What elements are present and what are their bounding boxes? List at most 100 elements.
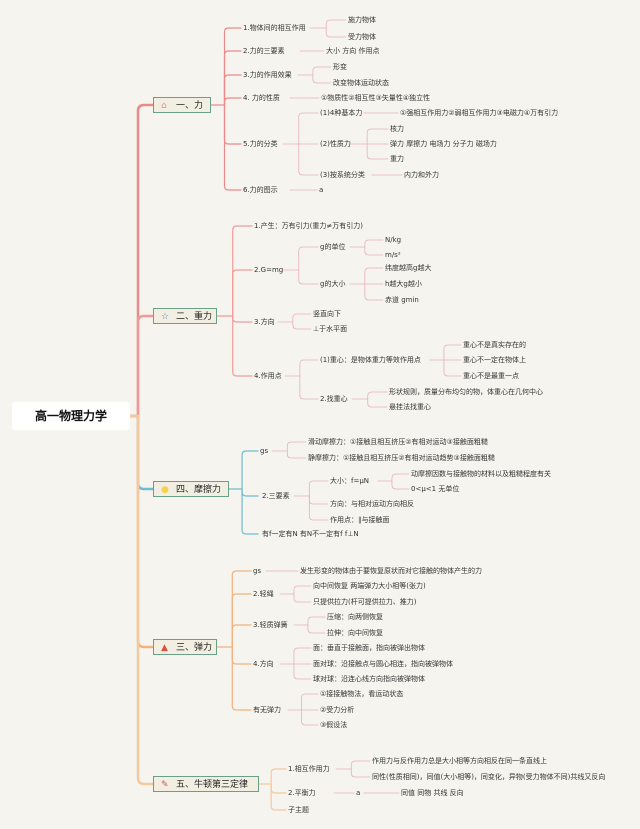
- gravity-b4-s2-c1[interactable]: 形状规则，质量分布均匀的物，体重心在几何中心: [389, 388, 543, 396]
- connector-45: [364, 283, 384, 301]
- force-b6-c1[interactable]: a: [319, 186, 324, 194]
- home-icon: ⌂: [161, 101, 167, 111]
- elastic-b4-c2[interactable]: 面对球：沿接触点与圆心相连，指向被弹物体: [313, 660, 453, 668]
- force-b1-c1[interactable]: 施力物体: [348, 16, 376, 24]
- connector-14: [325, 27, 347, 38]
- force-b2-c1[interactable]: 大小 方向 作用点: [326, 47, 380, 55]
- elastic-b3-c2[interactable]: 拉伸：向中间恢复: [327, 629, 383, 637]
- gravity-b4-s2-c2[interactable]: 悬挂法找重心: [389, 403, 431, 411]
- category-elastic[interactable]: ▲ 三、弹力: [153, 639, 217, 655]
- connector-76: [231, 624, 252, 648]
- gravity-b1[interactable]: 1.产生：万有引力(重力≠万有引力): [254, 222, 364, 230]
- newton-b1-c1[interactable]: 作用力与反作用力总是大小相等方向相反在同一条直线上: [372, 757, 547, 765]
- newton-b2[interactable]: 2.平衡力: [288, 789, 316, 797]
- elastic-b5-c2[interactable]: ②受力分析: [320, 706, 355, 714]
- connector-53: [443, 344, 462, 361]
- force-b5-s1[interactable]: (1)4种基本力: [320, 109, 363, 117]
- gravity-b3-c1[interactable]: 竖直向下: [313, 310, 341, 318]
- friction-b2-s1-c2[interactable]: 0<μ<1 无单位: [411, 485, 460, 493]
- force-b3-c1[interactable]: 形变: [333, 63, 347, 71]
- elastic-b5-c1[interactable]: ①接接触物法，看运动状态: [320, 690, 404, 698]
- elastic-b5-c3[interactable]: ③假设法: [320, 721, 348, 729]
- elastic-b3[interactable]: 3.轻质弹簧: [253, 621, 288, 629]
- connector-4: [128, 414, 155, 786]
- connector-38: [298, 269, 319, 285]
- connector-82: [293, 593, 312, 603]
- category-newton[interactable]: ✎ 五、牛顿第三定律: [153, 776, 259, 792]
- newton-b2-c2[interactable]: 同值 同物 共线 反向: [401, 789, 464, 797]
- force-b3-c2[interactable]: 改变物体运动状态: [333, 79, 389, 87]
- newton-b1[interactable]: 1.相互作用力: [288, 765, 330, 773]
- friction-b2-s1[interactable]: 大小：f=μN: [330, 477, 370, 485]
- friction-b2-s1-c1[interactable]: 动摩擦因数与接触物的材料以及粗糙程度有关: [411, 470, 551, 478]
- gravity-b4[interactable]: 4.作用点: [254, 372, 282, 380]
- gravity-b2-s2-c1[interactable]: 纬度越高g越大: [385, 264, 432, 272]
- connector-58: [367, 398, 388, 408]
- force-b5[interactable]: 5.力的分类: [243, 140, 278, 148]
- gravity-b3[interactable]: 3.方向: [254, 318, 275, 326]
- gravity-b4-s1-c3[interactable]: 重心不是最重一点: [463, 372, 519, 380]
- newton-b1-c2[interactable]: 同性(性质相同)，同值(大小相等)，同变化，异物(受力物体不同)共线又反向: [372, 773, 606, 781]
- elastic-b1-c1[interactable]: 发生形变的物体由于要恢复原状而对它接触的物体产生的力: [300, 567, 482, 575]
- friction-b1[interactable]: gs: [260, 447, 269, 455]
- newton-b2-c1[interactable]: a: [356, 789, 361, 797]
- force-b5-s1-c1[interactable]: ①强相互作用力②弱相互作用力③电磁力④万有引力: [400, 109, 559, 117]
- force-b6[interactable]: 6.力的图示: [243, 186, 278, 194]
- elastic-b4[interactable]: 4.方向: [253, 660, 274, 668]
- force-b5-s3[interactable]: (3)按系统分类: [320, 171, 365, 179]
- elastic-b2-c1[interactable]: 向中间恢复 两端弹力大小相等(张力): [313, 582, 426, 590]
- elastic-b2-c2[interactable]: 只提供拉力(杆可提供拉力、推力): [313, 598, 417, 606]
- connector-61: [241, 488, 259, 497]
- connector-3: [128, 414, 155, 649]
- elastic-b4-c1[interactable]: 面：垂直于接触面，指向被弹出物体: [313, 644, 425, 652]
- connector-96: [270, 783, 287, 794]
- force-b5-s2-c1[interactable]: 核力: [390, 125, 404, 133]
- friction-b1-c1[interactable]: 滑动摩擦力：①接触且相互挤压②有相对运动③接触面粗糙: [308, 438, 488, 446]
- gravity-b3-c2[interactable]: ⊥于水平面: [313, 325, 348, 333]
- gravity-b2-s2-c3[interactable]: 赤道 gmin: [385, 296, 419, 304]
- gravity-b4-s1-c2[interactable]: 重心不一定在物体上: [463, 356, 526, 364]
- gravity-b2-s1-c1[interactable]: N/kg: [385, 236, 402, 244]
- connector-48: [292, 321, 312, 330]
- force-b3[interactable]: 3.力的作用效果: [243, 71, 292, 79]
- elastic-b2[interactable]: 2.轻绳: [253, 590, 274, 598]
- connector-78: [231, 646, 252, 711]
- category-force[interactable]: ⌂ 一、力: [153, 97, 211, 113]
- force-b1-c2[interactable]: 受力物体: [348, 33, 376, 41]
- force-b4-c1[interactable]: ①物质性②相互性③矢量性④独立性: [321, 94, 431, 102]
- force-b2[interactable]: 2.力的三要素: [243, 47, 285, 55]
- connector-0: [128, 103, 155, 418]
- force-b5-s3-c1[interactable]: 内力和外力: [404, 171, 439, 179]
- gravity-b2-s1[interactable]: g的单位: [320, 243, 346, 251]
- friction-b2-s3[interactable]: 作用点：∥与接触面: [330, 516, 390, 524]
- friction-b1-c2[interactable]: 静摩擦力：①接触且相互挤压②有相对运动趋势③接触面粗糙: [308, 454, 495, 462]
- friction-b2-s2[interactable]: 方向：与相对运动方向相反: [330, 500, 414, 508]
- force-b1[interactable]: 1.物体间的相互作用: [243, 24, 306, 32]
- category-gravity[interactable]: ☆ 二、重力: [153, 308, 217, 324]
- elastic-b1[interactable]: gs: [253, 567, 262, 575]
- newton-b3[interactable]: 子主题: [288, 806, 309, 814]
- connector-62: [241, 488, 259, 535]
- force-b5-s2-c3[interactable]: 重力: [390, 155, 404, 163]
- connector-17: [312, 66, 332, 76]
- root-topic[interactable]: 高一物理力学: [12, 402, 130, 430]
- elastic-b3-c1[interactable]: 压缩：向两侧恢复: [327, 613, 383, 621]
- force-b4[interactable]: 4. 力的性质: [243, 94, 280, 102]
- category-friction[interactable]: ● 四、摩擦力: [153, 481, 229, 497]
- connector-57: [367, 391, 388, 400]
- force-b5-s2[interactable]: (2)性质力: [320, 140, 351, 148]
- elastic-b4-c3[interactable]: 球对球：沿连心线方向指向被弹物体: [313, 675, 425, 683]
- gravity-b2-s1-c2[interactable]: m/s²: [385, 251, 401, 259]
- elastic-b5[interactable]: 有无弹力: [253, 706, 281, 714]
- gravity-b2-s2-c2[interactable]: h越大g越小: [385, 280, 422, 288]
- connector-11: [223, 104, 242, 191]
- gravity-b2-s2[interactable]: g的大小: [320, 280, 346, 288]
- gravity-b2[interactable]: 2.G=mg: [254, 266, 284, 274]
- connector-60: [241, 450, 259, 490]
- gravity-b4-s1[interactable]: (1)重心：是物体重力等效作用点: [320, 356, 421, 364]
- force-b5-s2-c2[interactable]: 弹力 摩擦力 电场力 分子力 磁场力: [390, 140, 497, 148]
- gravity-b4-s2[interactable]: 2.找重心: [320, 395, 348, 403]
- gravity-b4-s1-c1[interactable]: 重心不是真实存在的: [463, 341, 526, 349]
- friction-b3[interactable]: 有f一定有N 有N不一定有f f⊥N: [262, 530, 359, 538]
- friction-b2[interactable]: 2.三要素: [262, 492, 290, 500]
